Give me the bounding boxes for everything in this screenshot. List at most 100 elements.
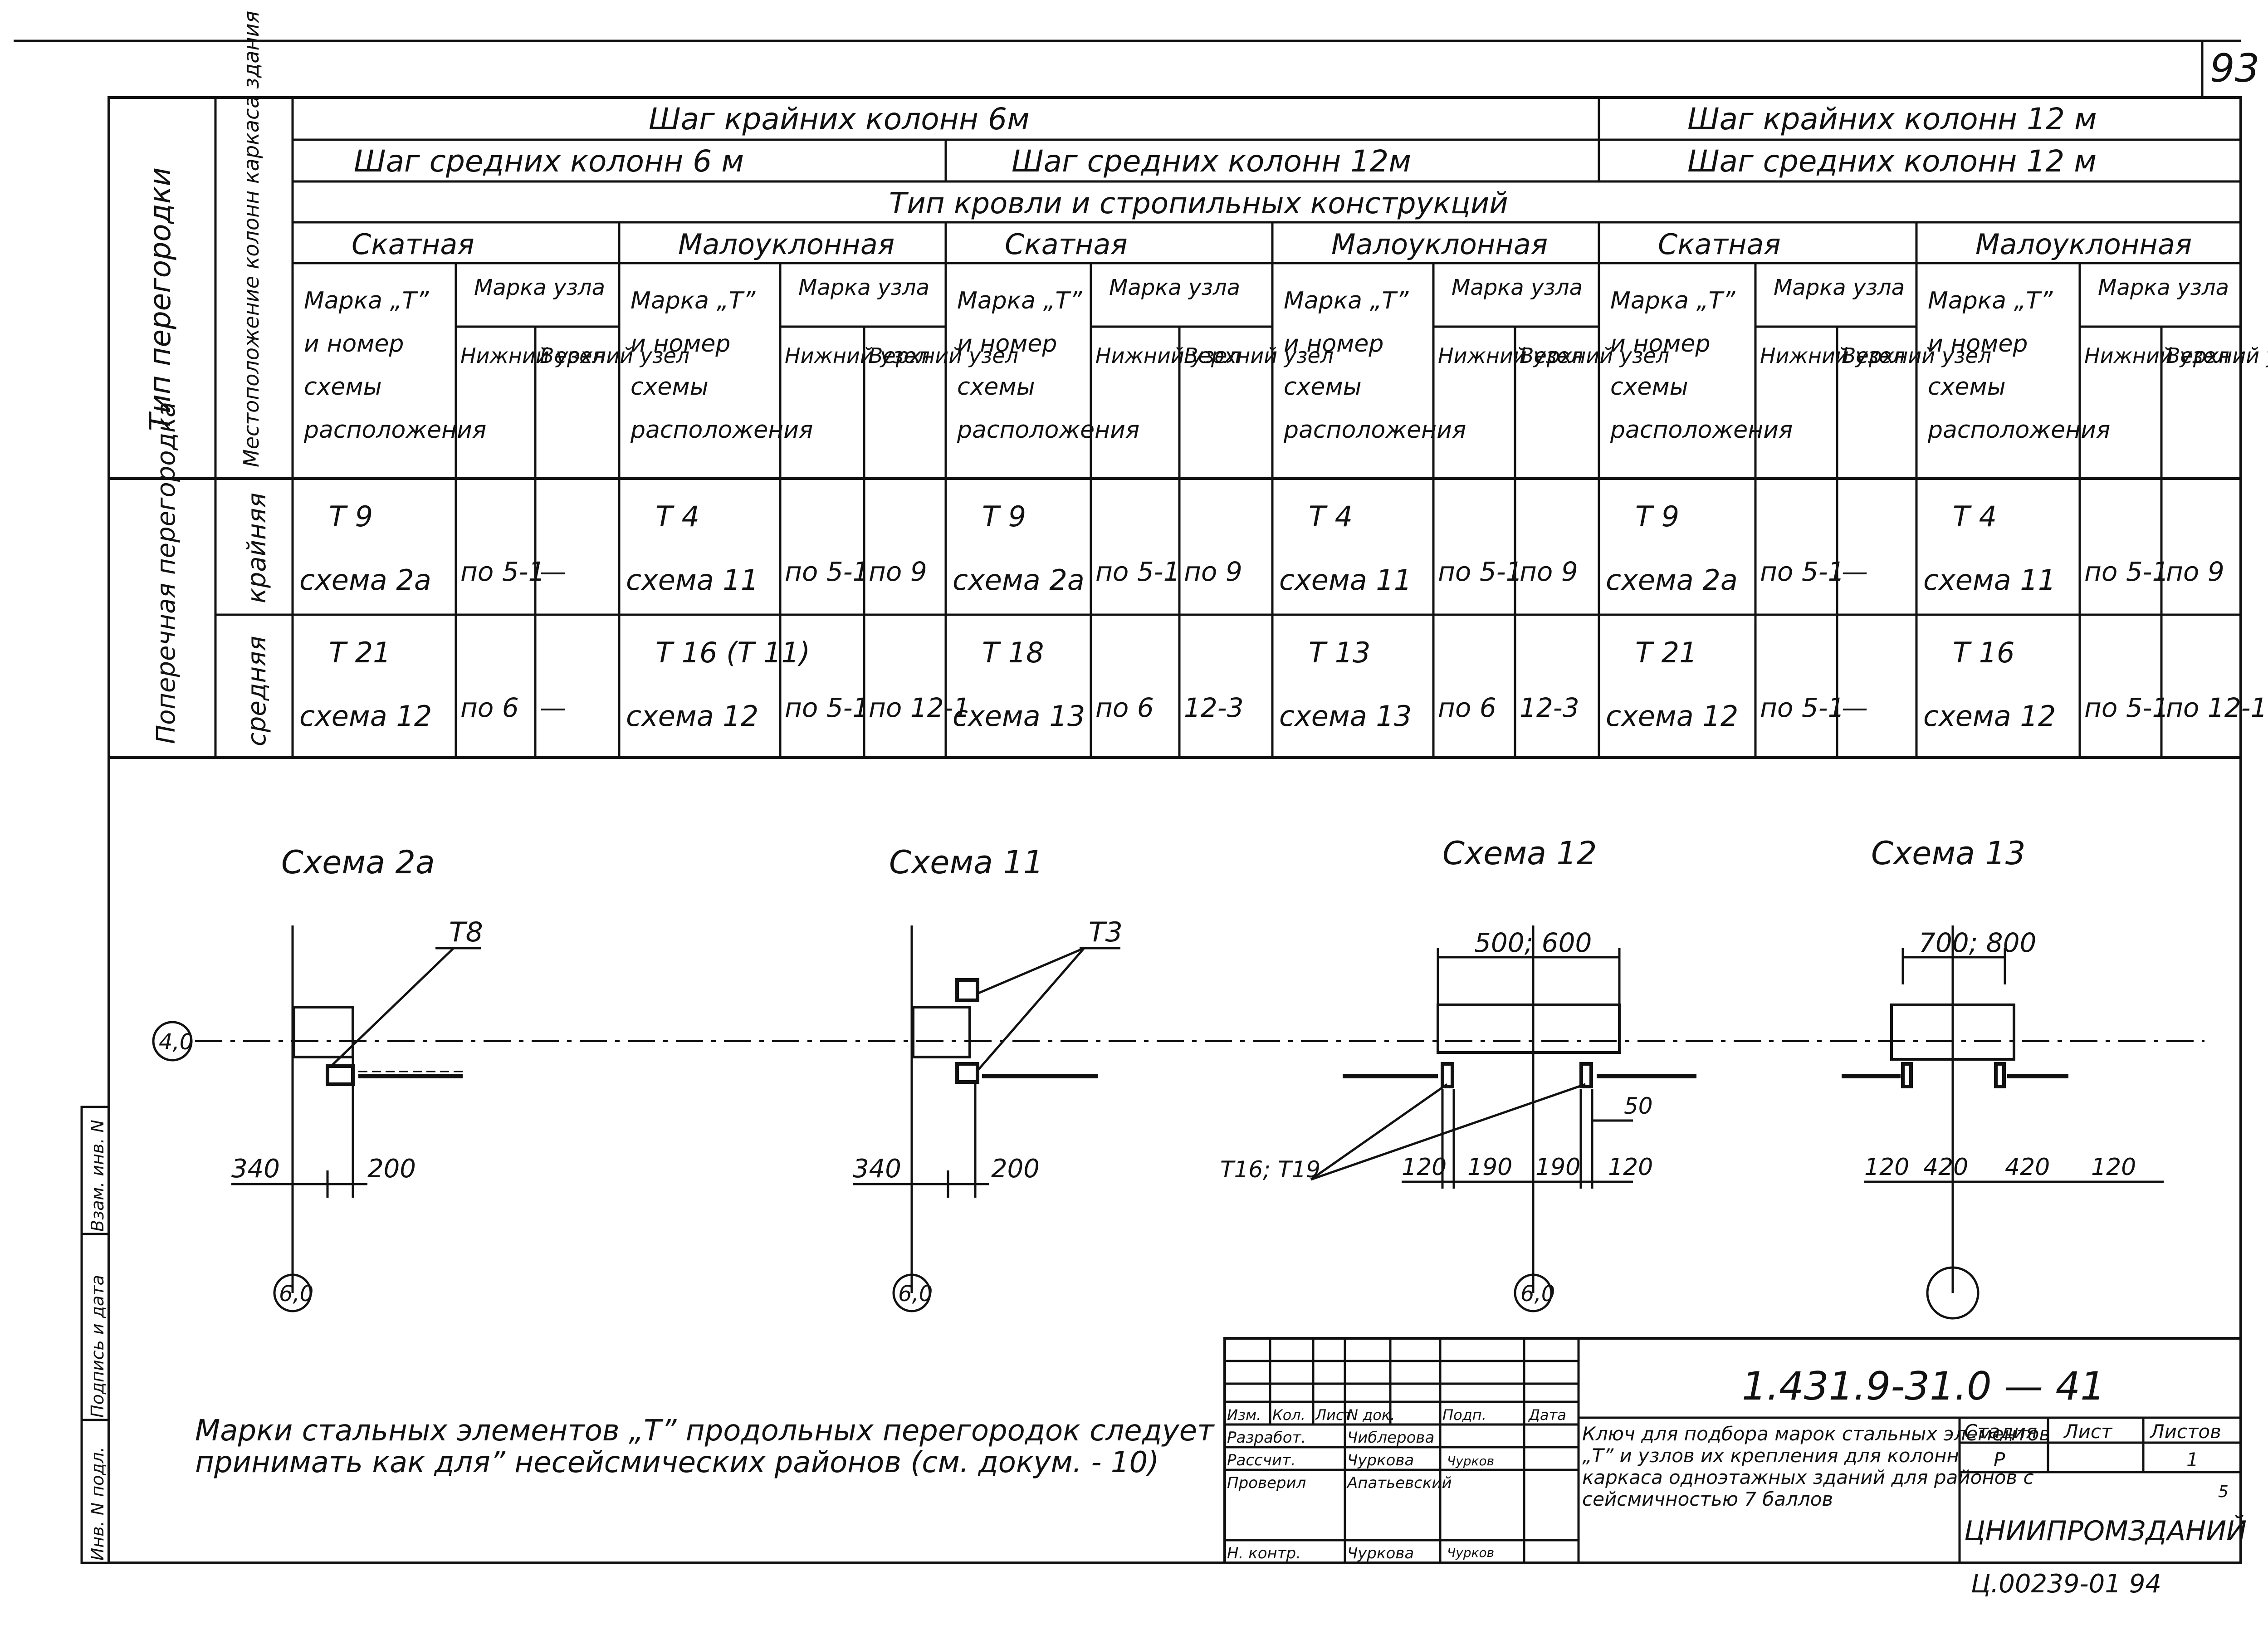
scheme-13-title: Схема 13 [1871,835,2025,872]
subheader-node-mark-2: Марка узла [798,275,929,300]
stage-label: Стадия [1964,1420,2037,1443]
outer-lower-node-2: по 5-1 [785,556,870,587]
middle-scheme-4: схема 13 [1279,700,1412,733]
scheme-2a-dim-340: 340 [231,1154,280,1184]
roof-kind-6: Малоуклонная [1975,228,2192,261]
row-header-partition-type: Тип перегородки [144,167,177,431]
middle-upper-node-2: по 12-1 [869,692,970,723]
subheader-upper-3: Верхний узел [1184,343,1334,368]
name-checked: Апатьевский [1346,1474,1452,1492]
roof-kind-3: Скатная [1005,228,1128,261]
middle-lower-node-5: по 5-1 [1760,692,1845,723]
stamp-col-podp: Подп. [1442,1406,1486,1424]
scheme-12-dim-4: 120 [1608,1154,1653,1181]
outer-upper-node-2: по 9 [869,556,927,587]
stamp-col-izm: Изм. [1227,1406,1261,1424]
middle-scheme-3: схема 13 [953,700,1085,733]
side-stamp-inv-no: Инв. N подл. [88,1447,108,1561]
scheme-11-title: Схема 11 [889,844,1043,881]
outer-scheme-4: схема 11 [1279,563,1412,597]
subheader-lower-5: Нижний узел [1760,343,1905,368]
sheets-label: Листов [2149,1420,2221,1443]
outer-mark-6: Т 4 [1953,500,1997,533]
stamp-col-kol: Кол. [1272,1406,1305,1424]
scheme-13-dim-3: 420 [2005,1154,2050,1181]
stamp-col-ndok: N док. [1347,1406,1395,1424]
small-number: 5 [2218,1483,2229,1501]
roof-kind-1: Скатная [352,228,474,261]
scheme-12-dim-2: 190 [1467,1154,1512,1181]
name-developed: Чиблерова [1347,1429,1434,1447]
scheme-12-dim-50: 50 [1624,1093,1653,1119]
outer-upper-node-4: по 9 [1520,556,1578,587]
roof-kind-2: Малоуклонная [678,228,894,261]
subheader-lower-2: Нижний узел [785,343,930,368]
scheme-2a-mark: Т8 [449,916,483,948]
subheader-upper-4: Верхний узел [1520,343,1669,368]
scheme-2a-axis: 6,0 [279,1281,313,1307]
outer-upper-node-1: — [540,556,566,587]
scheme-12-title: Схема 12 [1442,835,1597,872]
scheme-12-top-dim: 500; 600 [1474,927,1592,958]
subheader-upper-1: Верхний узел [540,343,689,368]
scheme-12-dim-1: 120 [1402,1154,1447,1181]
outer-scheme-1: схема 2а [299,563,431,597]
outer-lower-node-4: по 5-1 [1438,556,1523,587]
footer-code: Ц.00239-01 94 [1971,1569,2161,1599]
scheme-2a-dim-200: 200 [367,1154,416,1184]
name-calculated: Чуркова [1347,1451,1414,1469]
subheader-upper-6: Верхний узел [2166,343,2268,368]
scheme-13-top-dim: 700; 800 [1919,927,2036,958]
outer-scheme-6: схема 11 [1923,563,2056,597]
roof-kind-4: Малоуклонная [1331,228,1548,261]
middle-scheme-6: схема 12 [1923,700,2056,733]
outer-mark-5: Т 9 [1635,500,1679,533]
outer-mark-4: Т 4 [1309,500,1353,533]
middle-mark-1: Т 21 [329,636,391,669]
signature-calculated: Чурков [1447,1454,1494,1469]
role-checked: Проверил [1227,1474,1306,1492]
subheader-node-mark-3: Марка узла [1109,275,1240,300]
subheader-upper-5: Верхний узел [1842,343,1991,368]
scheme-2a-title: Схема 2а [281,844,435,881]
roof-kind-5: Скатная [1658,228,1781,261]
scheme-2a-axis-top: 4,0 [159,1029,193,1055]
middle-upper-node-6: по 12-1 [2166,692,2267,723]
middle-lower-node-1: по 6 [460,692,519,723]
outer-lower-node-1: по 5-1 [460,556,545,587]
side-stamp-replacement: Взам. инв. N [88,1120,108,1232]
outer-upper-node-3: по 9 [1184,556,1242,587]
outer-lower-node-6: по 5-1 [2084,556,2169,587]
note-text: Марки стальных элементов „Т” продольных … [195,1414,1215,1479]
middle-scheme-2: схема 12 [626,700,758,733]
middle-lower-node-6: по 5-1 [2084,692,2169,723]
outer-upper-node-6: по 9 [2166,556,2224,587]
role-developed: Разработ. [1227,1429,1306,1447]
middle-scheme-1: схема 12 [299,700,432,733]
middle-upper-node-1: — [540,692,566,723]
scheme-13-dim-1: 120 [1864,1154,1909,1181]
scheme-13-dim-2: 420 [1923,1154,1968,1181]
row-label-outer: крайняя [242,493,272,603]
middle-upper-node-5: — [1842,692,1868,723]
scheme-12-axis: 6,0 [1520,1281,1555,1307]
row-label-middle: средняя [242,636,272,747]
outer-scheme-2: схема 11 [626,563,758,597]
side-stamp-signature: Подпись и дата [88,1275,108,1418]
scheme-13-dim-4: 120 [2091,1154,2136,1181]
outer-upper-node-5: — [1842,556,1868,587]
outer-mark-2: Т 4 [655,500,699,533]
middle-mark-4: Т 13 [1309,636,1370,669]
outer-mark-1: Т 9 [329,500,373,533]
middle-lower-node-4: по 6 [1438,692,1496,723]
sheets-value: 1 [2186,1449,2199,1471]
organization: ЦНИИПРОМЗДАНИЙ [1964,1515,2247,1547]
outer-scheme-3: схема 2а [953,563,1085,597]
subheader-lower-6: Нижний узел [2084,343,2229,368]
role-norm-control: Н. контр. [1227,1544,1301,1562]
outer-scheme-5: схема 2а [1606,563,1738,597]
